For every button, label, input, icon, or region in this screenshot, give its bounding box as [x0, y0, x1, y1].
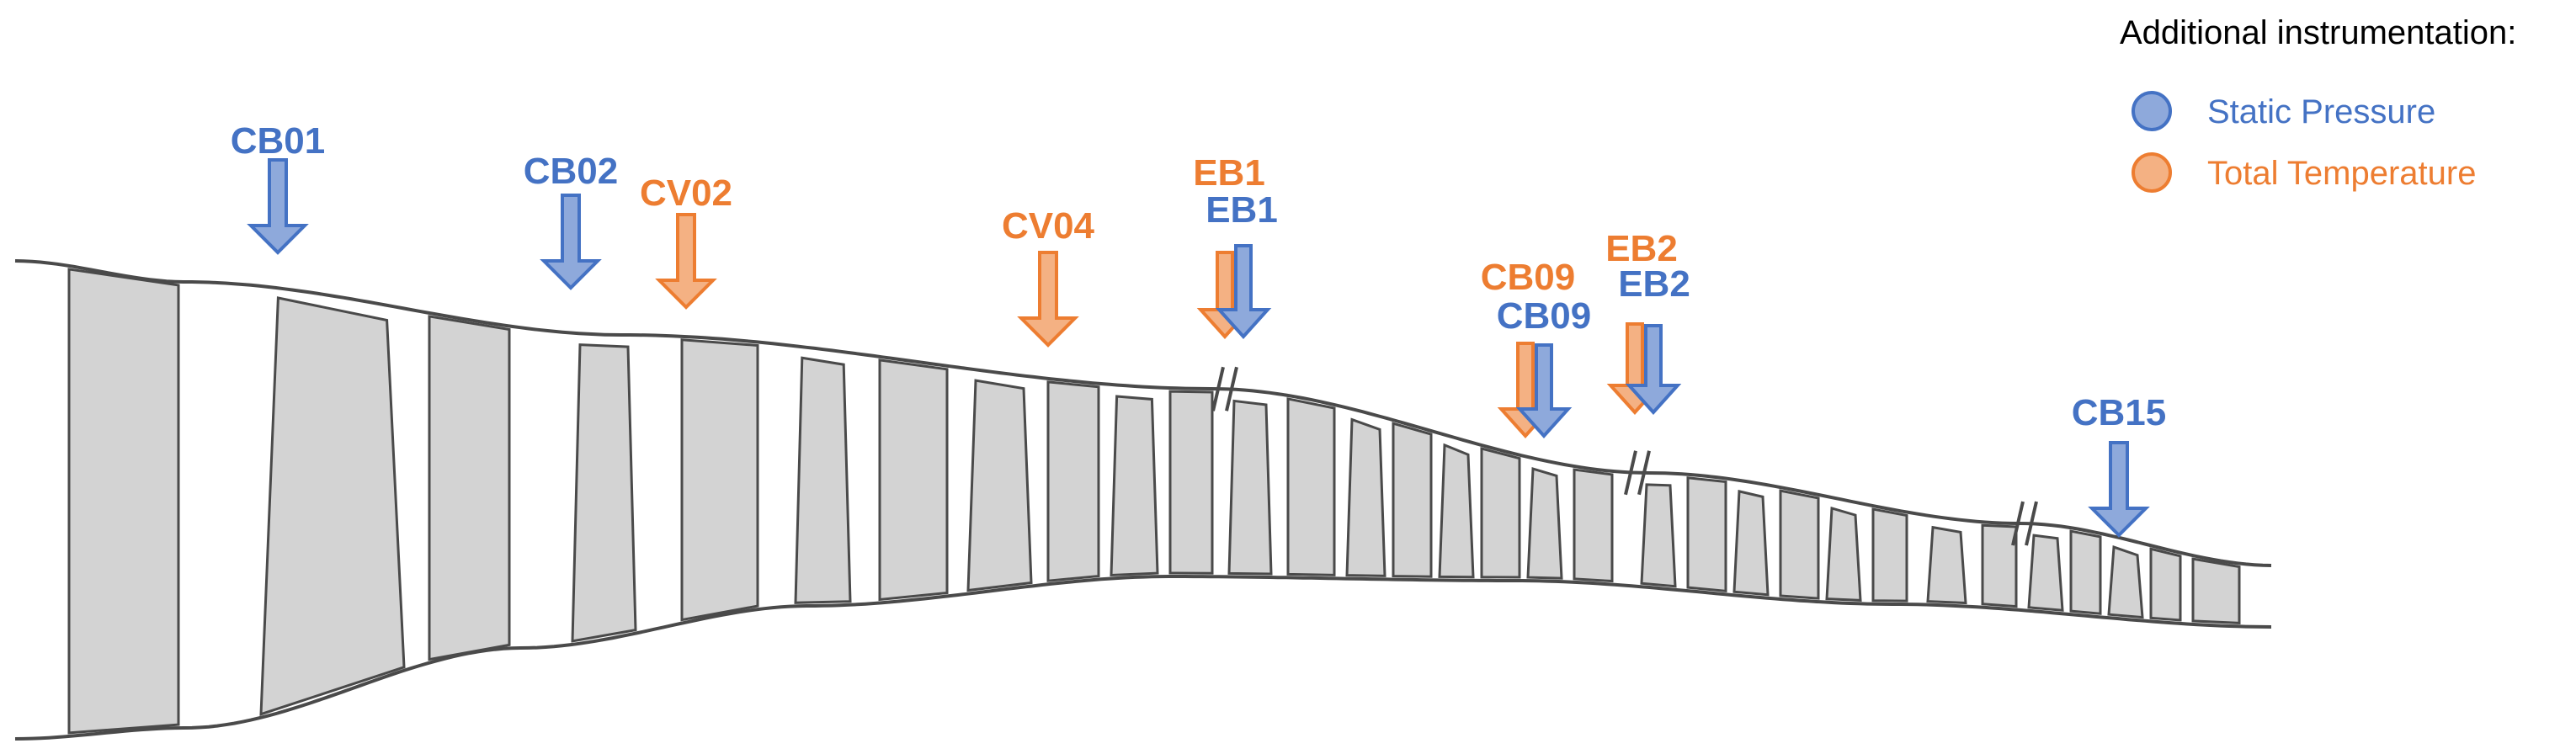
probe-cb15 [2088, 441, 2150, 538]
stator-vane-21 [1686, 476, 1727, 592]
stator-vane-25 [1871, 507, 1908, 603]
rotor-blade-12 [1227, 399, 1273, 576]
probe-cv02 [655, 213, 717, 310]
rotor-blade-30 [2107, 545, 2144, 619]
stator-vane-3 [428, 315, 511, 661]
probe-label-cb01: CB01 [231, 120, 326, 162]
stator-vane-19 [1573, 468, 1614, 583]
probe-label-cv02: CV02 [640, 173, 732, 214]
probe-eb1-p [1215, 244, 1272, 339]
stator-vane-32 [2191, 557, 2241, 624]
rotor-blade-16 [1438, 443, 1475, 579]
stator-vane-13 [1286, 397, 1336, 576]
stator-vane-11 [1168, 390, 1214, 575]
rotor-blade-10 [1110, 395, 1159, 577]
casing-break-mark-1-2 [1225, 366, 1238, 412]
rotor-blade-20 [1640, 483, 1677, 588]
legend: Additional instrumentation: Static Press… [2120, 14, 2516, 193]
probe-label-eb1-t: EB1 [1193, 152, 1265, 194]
rotor-blade-26 [1926, 525, 1967, 605]
probe-cv04 [1017, 251, 1079, 348]
rotor-blade-14 [1345, 417, 1386, 577]
probe-label-eb1-p: EB1 [1206, 189, 1278, 231]
probe-label-cv04: CV04 [1002, 205, 1095, 247]
stator-vane-29 [2069, 529, 2102, 615]
static-pressure-marker-icon [2132, 91, 2172, 131]
hub-line [14, 575, 2272, 741]
legend-label-static-pressure: Static Pressure [2207, 93, 2435, 130]
stator-vane-17 [1480, 447, 1521, 579]
casing-break-mark-1-1 [1211, 366, 1225, 412]
probe-cv02-arrow-icon [655, 213, 717, 310]
legend-title: Additional instrumentation: [2120, 14, 2516, 51]
probe-cb01 [247, 158, 309, 255]
casing-break-mark-3-1 [2011, 501, 2025, 546]
rotor-blade-18 [1526, 467, 1563, 580]
probe-cv04-arrow-icon [1017, 251, 1079, 348]
casing-line [14, 259, 2272, 567]
probe-label-eb2-p: EB2 [1618, 263, 1690, 305]
probe-eb2-p [1625, 324, 1682, 415]
stator-vane-1 [67, 268, 180, 735]
probe-eb2-p-arrow-icon [1625, 324, 1682, 415]
stator-vane-27 [1981, 523, 2018, 608]
stator-vane-7 [878, 358, 949, 602]
rotor-blade-28 [2027, 534, 2064, 612]
casing-break-mark-2-1 [1624, 450, 1637, 496]
probe-arrows [247, 158, 2150, 538]
legend-label-total-temperature: Total Temperature [2207, 155, 2476, 192]
flowpath-walls [14, 259, 2272, 741]
probe-cb15-arrow-icon [2088, 441, 2150, 538]
rotor-blade-6 [794, 356, 852, 604]
casing-break-mark-3-2 [2025, 501, 2038, 546]
stator-vane-15 [1392, 422, 1433, 578]
stator-vane-31 [2149, 547, 2182, 622]
rotor-blade-24 [1825, 506, 1862, 602]
casing-break-mark-2-2 [1637, 450, 1651, 496]
probe-label-cb15: CB15 [2072, 392, 2167, 433]
total-temperature-marker-icon [2132, 152, 2172, 193]
probe-cb02-arrow-icon [540, 194, 602, 290]
rotor-blade-8 [966, 379, 1033, 592]
probe-cb09-p [1515, 343, 1573, 438]
stator-vane-9 [1046, 380, 1100, 582]
probe-eb1-p-arrow-icon [1215, 244, 1272, 339]
probe-label-cb02: CB02 [524, 151, 619, 192]
rotor-blade-2 [259, 296, 406, 716]
probe-label-cb09-t: CB09 [1481, 257, 1576, 298]
probe-label-eb2-t: EB2 [1605, 228, 1678, 269]
rotor-blade-4 [571, 343, 637, 643]
probe-label-cb09-p: CB09 [1497, 295, 1592, 337]
rotor-blade-22 [1732, 490, 1770, 597]
probe-cb09-p-arrow-icon [1515, 343, 1573, 438]
probe-cb02 [540, 194, 602, 290]
probe-labels: CB01 CB02 CV02 CV04 EB1 EB1 CB09 CB09 EB… [231, 120, 2167, 433]
stator-vane-5 [680, 338, 759, 622]
probe-cb01-arrow-icon [247, 158, 309, 255]
stator-vane-23 [1779, 489, 1820, 600]
blade-rows [67, 268, 2241, 735]
casing-breaks [1211, 366, 2038, 546]
